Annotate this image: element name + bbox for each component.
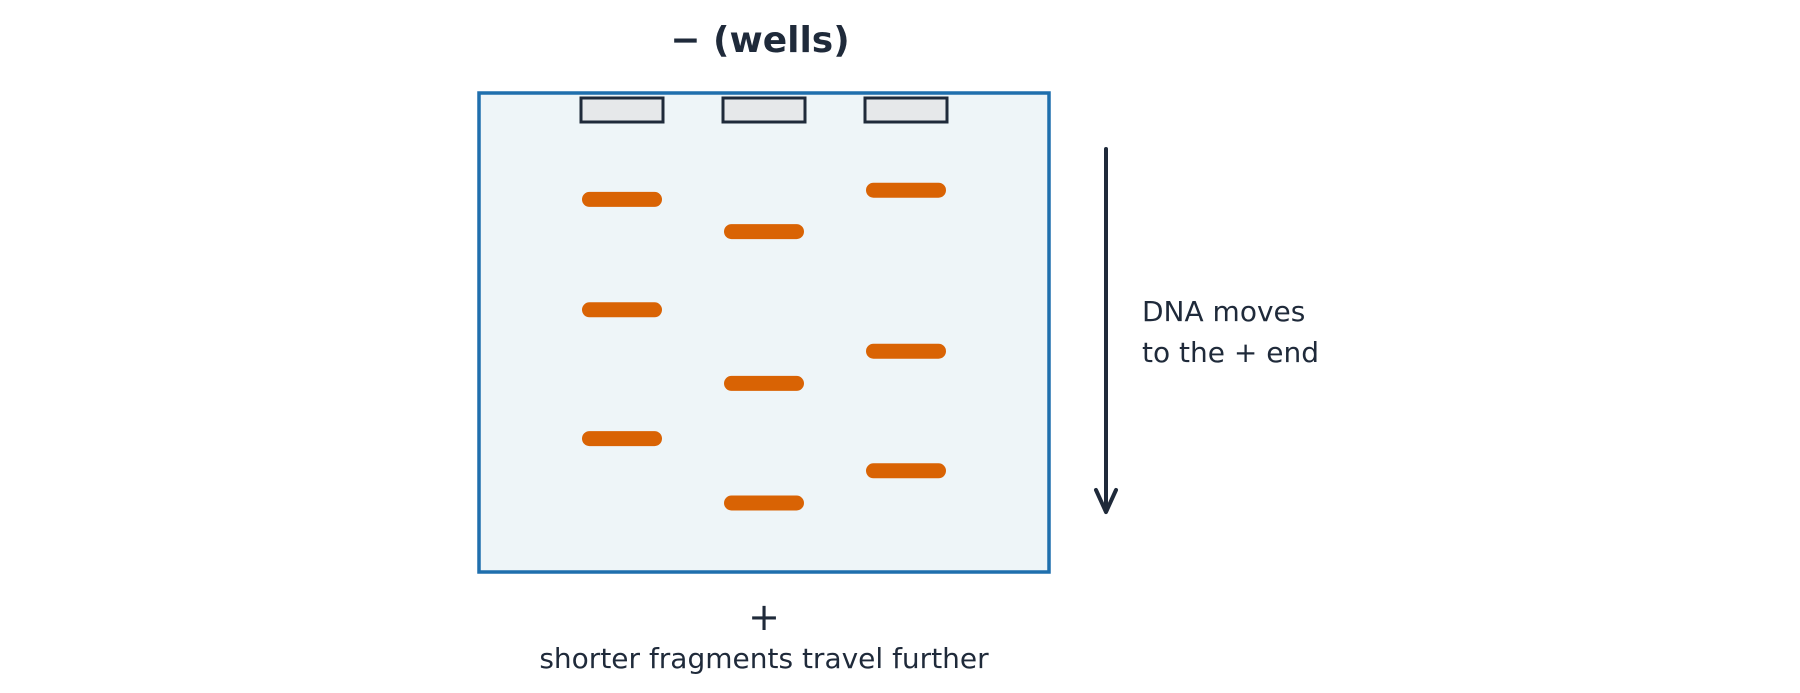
gel-slab — [477, 91, 1051, 574]
arrow-head — [1094, 488, 1118, 514]
well-1 — [579, 96, 665, 124]
lane-3-band-1 — [866, 182, 946, 198]
lane-1-band-2 — [582, 302, 662, 318]
lane-2-band-3 — [724, 495, 804, 511]
side-label-line-2: to the + end — [1142, 336, 1319, 369]
well-2 — [721, 96, 807, 124]
positive-electrode-symbol: + — [748, 595, 780, 639]
bands-group — [582, 182, 946, 511]
migration-arrow — [1094, 147, 1118, 514]
lane-1-band-3 — [582, 431, 662, 447]
lane-2-band-1 — [724, 224, 804, 240]
well-3 — [863, 96, 949, 124]
lane-1-band-1 — [582, 191, 662, 207]
lane-2-band-2 — [724, 375, 804, 391]
side-label-line-1: DNA moves — [1142, 295, 1305, 328]
top-label: − (wells) — [670, 20, 849, 61]
lane-3-band-3 — [866, 463, 946, 479]
bottom-caption: shorter fragments travel further — [539, 642, 989, 675]
wells-group — [579, 96, 949, 124]
lane-3-band-2 — [866, 343, 946, 359]
